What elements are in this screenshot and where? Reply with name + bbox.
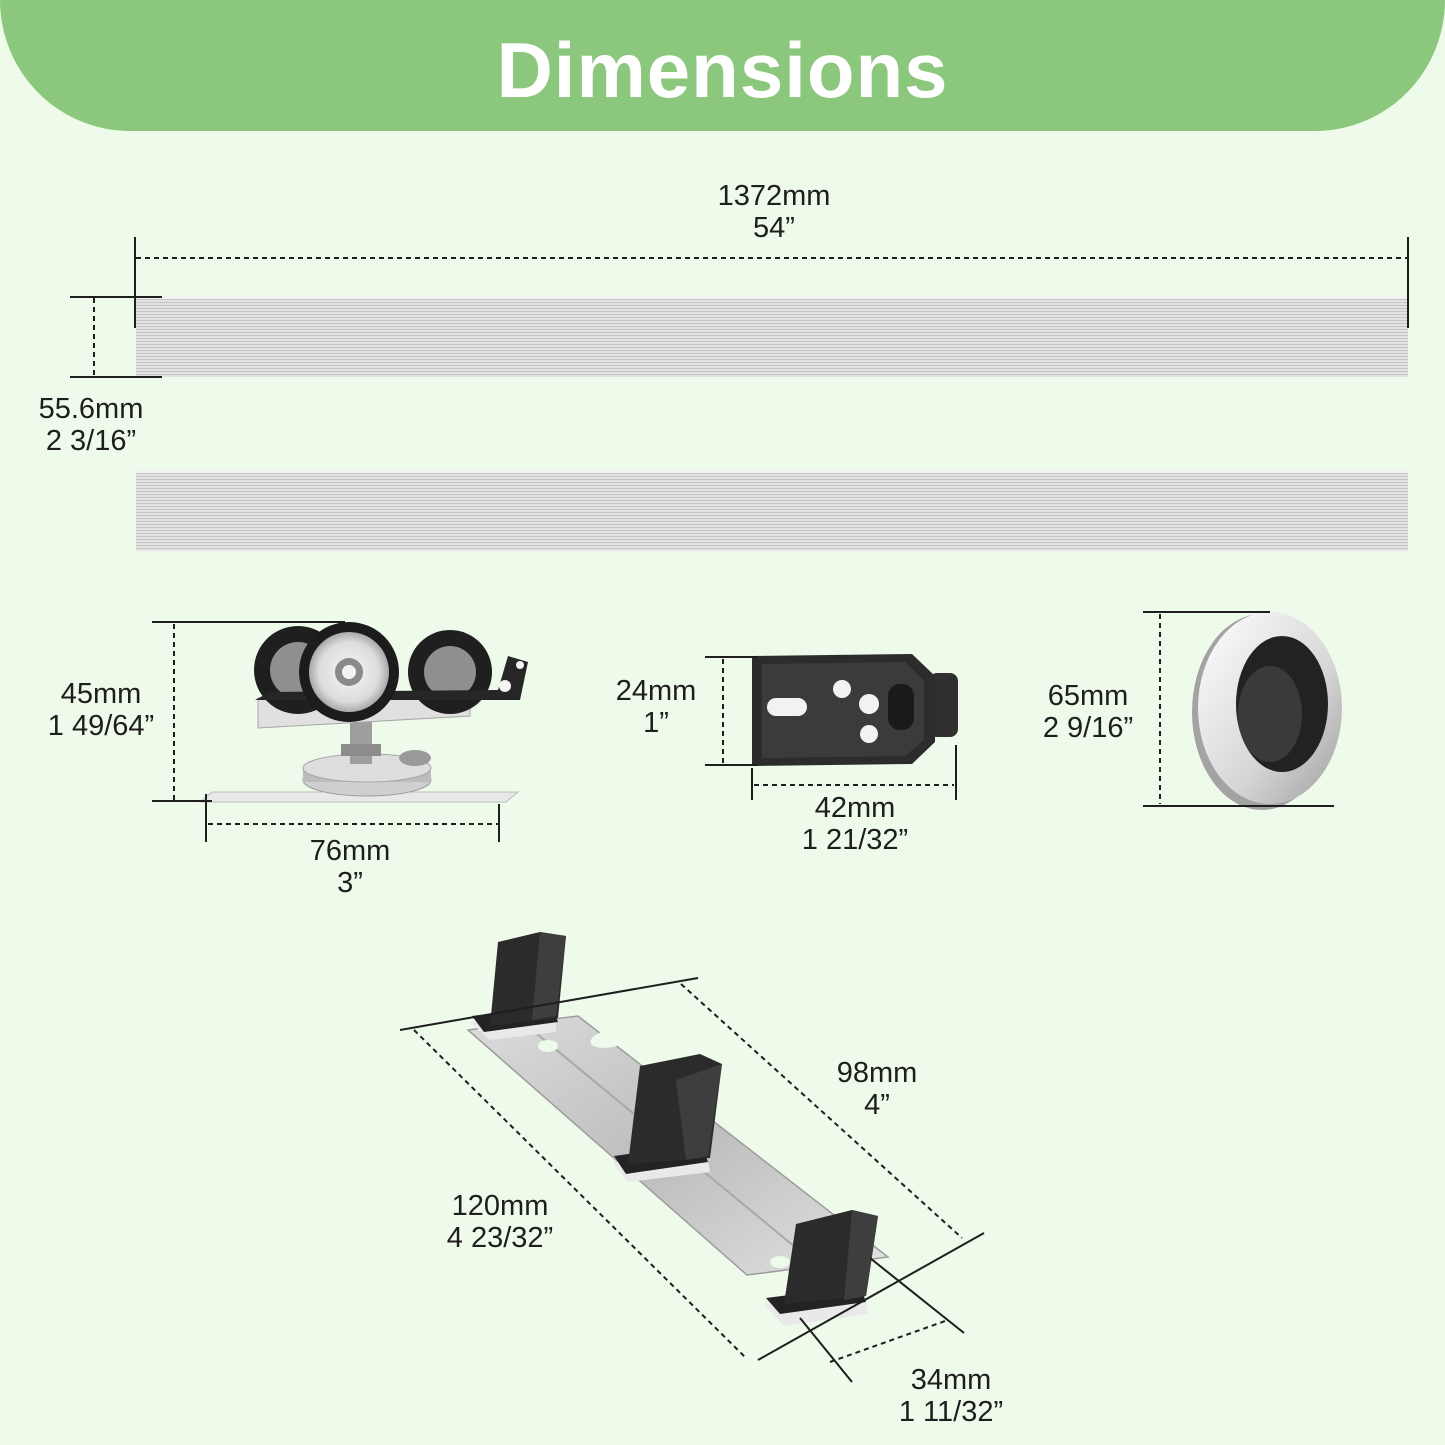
guide-width-imperial: 1 11/32” bbox=[898, 1396, 1004, 1428]
guide-spacing-label: 98mm 4” bbox=[837, 1057, 918, 1121]
guide-length-metric: 120mm bbox=[451, 1190, 549, 1222]
handle-diameter-imperial: 2 9/16” bbox=[1042, 712, 1134, 744]
stopper-height-imperial: 1” bbox=[643, 707, 669, 739]
roller-height-label: 45mm 1 49/64” bbox=[48, 678, 154, 742]
title-banner: Dimensions bbox=[0, 0, 1445, 131]
roller-height-metric: 45mm bbox=[60, 678, 142, 710]
rail-length-imperial: 54” bbox=[753, 212, 795, 244]
roller-height-imperial: 1 49/64” bbox=[47, 710, 155, 742]
rail-height-imperial: 2 3/16” bbox=[45, 425, 137, 457]
stopper-width-label: 42mm 1 21/32” bbox=[802, 792, 908, 856]
guide-dimension-lines bbox=[399, 977, 985, 1383]
door-stopper bbox=[752, 654, 958, 766]
stopper-width-imperial: 1 21/32” bbox=[801, 824, 909, 856]
stopper-dimension-lines bbox=[705, 656, 957, 800]
stopper-width-metric: 42mm bbox=[814, 792, 896, 824]
guide-length-imperial: 4 23/32” bbox=[446, 1222, 554, 1254]
floor-guide bbox=[466, 932, 890, 1326]
guide-spacing-imperial: 4” bbox=[864, 1089, 890, 1121]
guide-spacing-metric: 98mm bbox=[836, 1057, 918, 1089]
roller-width-imperial: 3” bbox=[337, 867, 363, 899]
handle-dimension-lines bbox=[1143, 611, 1334, 807]
page-title: Dimensions bbox=[496, 26, 949, 114]
track-rail-top bbox=[136, 296, 1408, 377]
rail-length-label: 1372mm 54” bbox=[718, 180, 831, 244]
roller-width-metric: 76mm bbox=[309, 835, 391, 867]
stopper-height-label: 24mm 1” bbox=[616, 675, 697, 739]
rail-length-dimension-line bbox=[134, 237, 1409, 328]
handle-diameter-metric: 65mm bbox=[1047, 680, 1129, 712]
rail-height-dimension-line bbox=[70, 296, 162, 378]
guide-width-metric: 34mm bbox=[910, 1364, 992, 1396]
roller-assembly bbox=[198, 622, 528, 803]
guide-width-label: 34mm 1 11/32” bbox=[899, 1364, 1003, 1428]
rail-height-metric: 55.6mm bbox=[38, 393, 144, 425]
roller-dimension-lines bbox=[152, 621, 500, 842]
stopper-height-metric: 24mm bbox=[615, 675, 697, 707]
track-rail-bottom bbox=[136, 470, 1408, 551]
flush-pull-handle bbox=[1192, 612, 1342, 810]
rail-height-label: 55.6mm 2 3/16” bbox=[39, 393, 144, 457]
handle-diameter-label: 65mm 2 9/16” bbox=[1043, 680, 1133, 744]
guide-length-label: 120mm 4 23/32” bbox=[447, 1190, 553, 1254]
rail-length-metric: 1372mm bbox=[717, 180, 831, 212]
roller-width-label: 76mm 3” bbox=[310, 835, 391, 899]
